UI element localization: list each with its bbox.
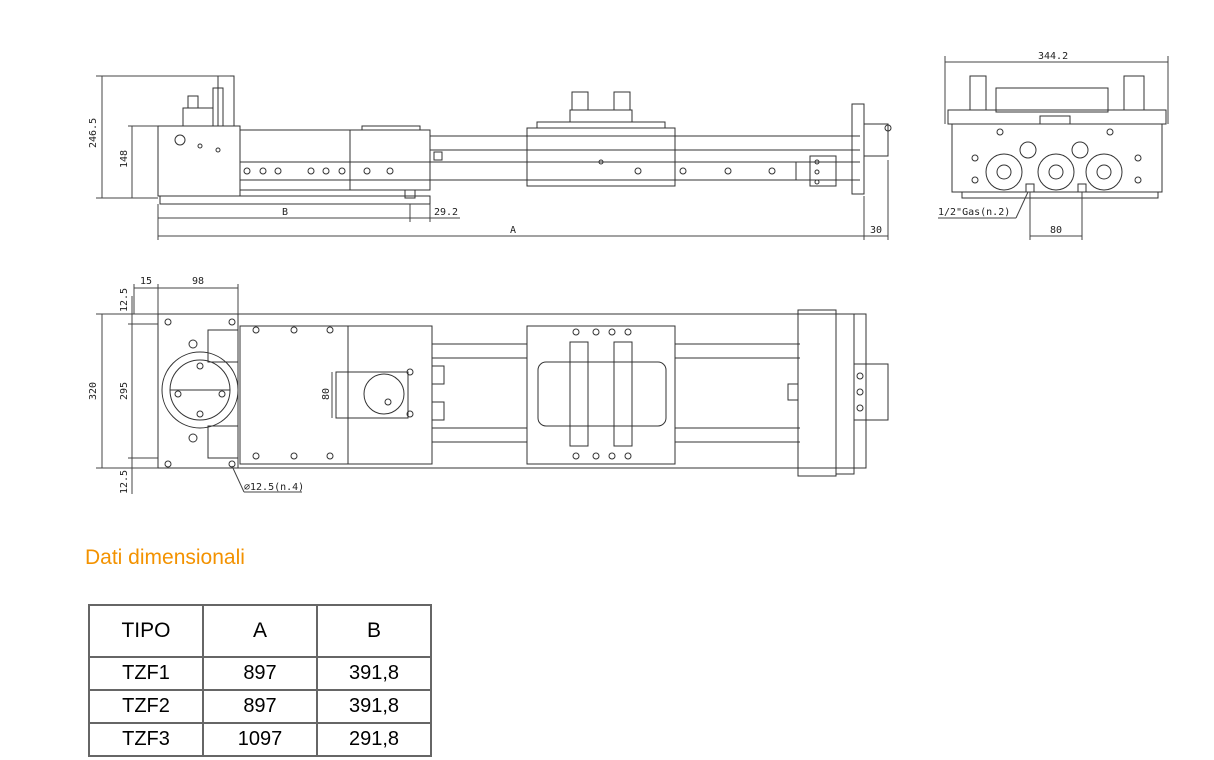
dim-a-label: A xyxy=(510,225,516,236)
dim-body-height-label: 148 xyxy=(119,150,130,168)
cell-b: 391,8 xyxy=(316,656,432,691)
dim-80-top-label: 80 xyxy=(321,388,332,400)
dim-12-5-bottom-label: 12.5 xyxy=(119,470,130,494)
cell-b: 391,8 xyxy=(316,689,432,724)
dim-b-label: B xyxy=(282,207,288,218)
cell-a: 897 xyxy=(202,689,318,724)
dim-320-label: 320 xyxy=(88,382,99,400)
cell-tipo: TZF3 xyxy=(88,722,204,757)
drawing-labels: 246.5 148 B 29.2 A 30 344.2 1/2"Gas(n.2)… xyxy=(88,51,1068,494)
cell-tipo: TZF2 xyxy=(88,689,204,724)
dim-98-label: 98 xyxy=(192,276,204,287)
hole-note-label: ⌀12.5(n.4) xyxy=(244,482,304,493)
header-a: A xyxy=(202,604,318,658)
top-view xyxy=(157,309,889,477)
section-title: Dati dimensionali xyxy=(85,546,245,569)
dimensions-table: TIPO A B TZF1 897 391,8 TZF2 897 391,8 T… xyxy=(88,604,432,757)
header-b: B xyxy=(316,604,432,658)
cell-a: 1097 xyxy=(202,722,318,757)
end-view xyxy=(947,75,1167,199)
table-row: TZF3 1097 291,8 xyxy=(88,722,432,757)
cell-a: 897 xyxy=(202,656,318,691)
dim-295-label: 295 xyxy=(119,382,130,400)
end-view-dimensions xyxy=(938,56,1169,240)
cell-tipo: TZF1 xyxy=(88,656,204,691)
table-row: TZF2 897 391,8 xyxy=(88,689,432,724)
header-tipo: TIPO xyxy=(88,604,204,658)
dim-29-2-label: 29.2 xyxy=(434,207,458,218)
table-row: TZF1 897 391,8 xyxy=(88,656,432,691)
dim-80-end-label: 80 xyxy=(1050,225,1062,236)
front-view xyxy=(157,75,892,205)
technical-drawing: 246.5 148 B 29.2 A 30 344.2 1/2"Gas(n.2)… xyxy=(88,51,1169,494)
dim-15-label: 15 xyxy=(140,276,152,287)
top-view-dimensions xyxy=(96,284,333,494)
dim-width-label: 344.2 xyxy=(1038,51,1068,62)
gas-note-label: 1/2"Gas(n.2) xyxy=(938,207,1010,218)
dim-12-5-top-label: 12.5 xyxy=(119,288,130,312)
cell-b: 291,8 xyxy=(316,722,432,757)
front-view-dimensions xyxy=(96,75,889,240)
dim-total-height-label: 246.5 xyxy=(88,118,99,148)
dim-30-label: 30 xyxy=(870,225,882,236)
table-header-row: TIPO A B xyxy=(88,604,432,658)
